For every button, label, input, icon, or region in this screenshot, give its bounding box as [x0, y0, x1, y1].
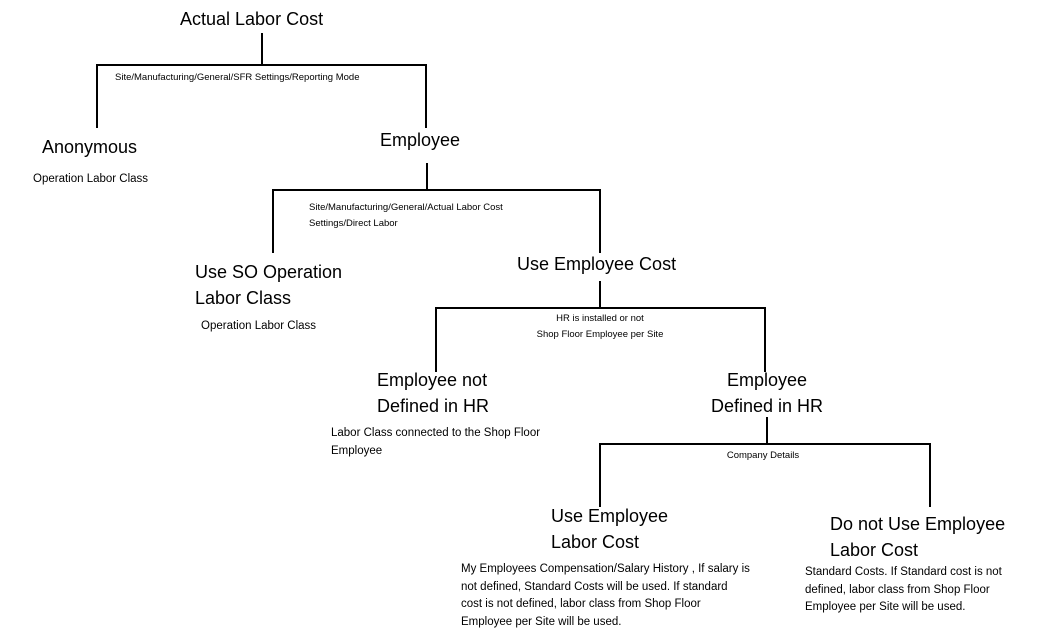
condition-line: Site/Manufacturing/General/Actual Labor … — [309, 202, 503, 213]
condition-line: Shop Floor Employee per Site — [536, 328, 664, 340]
employee-not-in-hr-description: Labor Class connected to the Shop Floor … — [331, 427, 541, 457]
condition-reporting-mode: Site/Manufacturing/General/SFR Settings/… — [115, 72, 360, 83]
do-not-use-employee-labor-cost-description: Standard Costs. If Standard cost is not … — [805, 566, 1002, 613]
condition-line: Settings/Direct Labor — [309, 217, 398, 229]
connector-root — [96, 33, 427, 128]
use-so-operation-description: Operation Labor Class — [201, 320, 317, 332]
condition-direct-labor: Site/Manufacturing/General/Actual Labor … — [309, 200, 503, 231]
anonymous-description: Operation Labor Class — [33, 173, 149, 185]
node-use-employee-cost: Use Employee Cost — [517, 254, 677, 274]
condition-company-details: Company Details — [726, 450, 800, 461]
condition-line: HR is installed or not — [556, 313, 644, 324]
node-title-line: Use SO Operation — [195, 262, 343, 282]
node-title-line: Do not Use Employee — [830, 514, 1006, 534]
node-title-line: Labor Cost — [551, 532, 640, 552]
connector-employee-in-hr — [599, 417, 931, 507]
connector-use-employee-cost — [435, 281, 766, 372]
node-actual-labor-cost: Actual Labor Cost — [180, 9, 324, 29]
node-title-line: Defined in HR — [377, 396, 490, 416]
node-employee-defined-in-hr: Employee Defined in HR — [667, 367, 867, 419]
node-use-so-operation-labor-class: Use SO Operation Labor Class — [195, 259, 342, 311]
use-employee-labor-cost-description: My Employees Compensation/Salary History… — [461, 563, 750, 628]
node-employee: Employee — [380, 130, 461, 150]
node-title-line: Defined in HR — [710, 396, 824, 416]
node-title-line: Use Employee — [551, 506, 669, 526]
node-do-not-use-employee-labor-cost: Do not Use Employee Labor Cost — [830, 511, 1005, 563]
node-title-line: Employee not — [377, 370, 488, 390]
connector-employee — [272, 163, 601, 253]
node-employee-not-defined-in-hr: Employee not Defined in HR — [377, 367, 489, 419]
node-title-line: Labor Cost — [830, 540, 919, 560]
node-title-line: Employee — [726, 370, 808, 390]
node-title-line: Labor Class — [195, 288, 292, 308]
node-anonymous: Anonymous — [42, 137, 138, 157]
condition-hr-installed: HR is installed or not Shop Floor Employ… — [500, 311, 700, 342]
node-use-employee-labor-cost: Use Employee Labor Cost — [551, 503, 668, 555]
